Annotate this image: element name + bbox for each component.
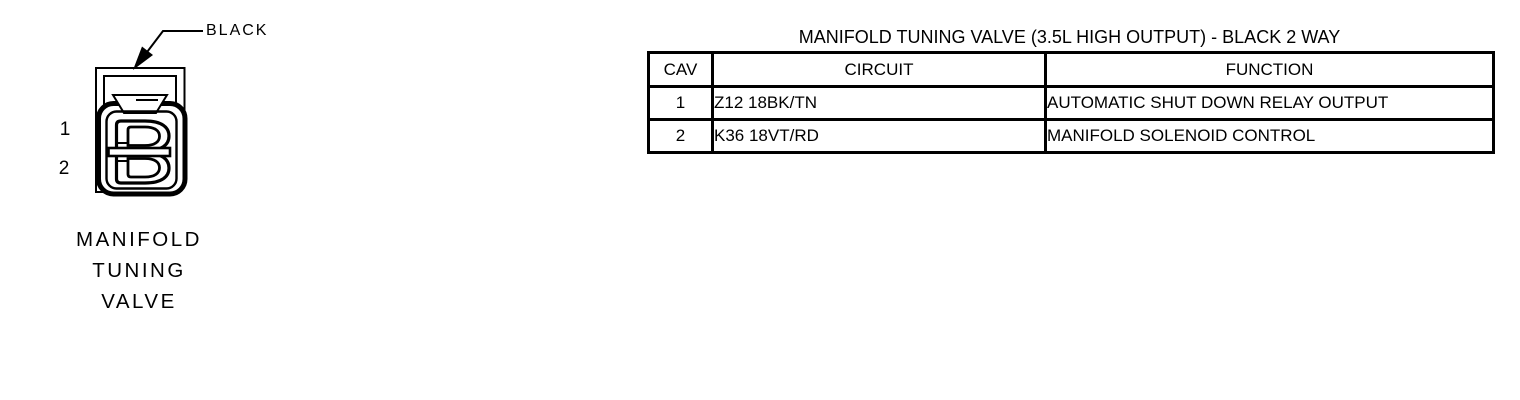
header-cav: CAV — [647, 51, 714, 88]
pin-label-2: 2 — [58, 158, 70, 179]
row2-function: MANIFOLD SOLENOID CONTROL — [1044, 118, 1495, 154]
connector-caption: MANIFOLD TUNING VALVE — [55, 224, 223, 317]
row1-circuit: Z12 18BK/TN — [711, 85, 1047, 121]
pinout-table-title: MANIFOLD TUNING VALVE (3.5L HIGH OUTPUT)… — [798, 27, 1341, 47]
arrowhead-icon — [133, 46, 153, 70]
table-row: 1 Z12 18BK/TN AUTOMATIC SHUT DOWN RELAY … — [647, 85, 1495, 121]
row1-function: AUTOMATIC SHUT DOWN RELAY OUTPUT — [1044, 85, 1495, 121]
table-row: 2 K36 18VT/RD MANIFOLD SOLENOID CONTROL — [647, 118, 1495, 154]
row2-cav: 2 — [647, 118, 714, 154]
connector-caption-line-3: VALVE — [101, 290, 177, 313]
connector-diagram — [95, 30, 203, 197]
header-function: FUNCTION — [1044, 51, 1495, 88]
pinout-table: CAV CIRCUIT FUNCTION 1 Z12 18BK/TN AUTOM… — [647, 51, 1495, 154]
connector-body-inner-outline — [105, 110, 178, 190]
connector-caption-line-2: TUNING — [92, 259, 186, 282]
connector-caption-line-1: MANIFOLD — [76, 228, 202, 251]
black-leader-line — [133, 30, 203, 70]
header-circuit: CIRCUIT — [711, 51, 1047, 88]
row2-circuit: K36 18VT/RD — [711, 118, 1047, 154]
cavity-divider-bar — [107, 146, 172, 158]
table-header-row: CAV CIRCUIT FUNCTION — [647, 51, 1495, 88]
pin-label-1: 1 — [59, 119, 71, 140]
lock-tab — [111, 94, 169, 114]
connector-color-label: BLACK — [206, 22, 269, 39]
row1-cav: 1 — [647, 85, 714, 121]
